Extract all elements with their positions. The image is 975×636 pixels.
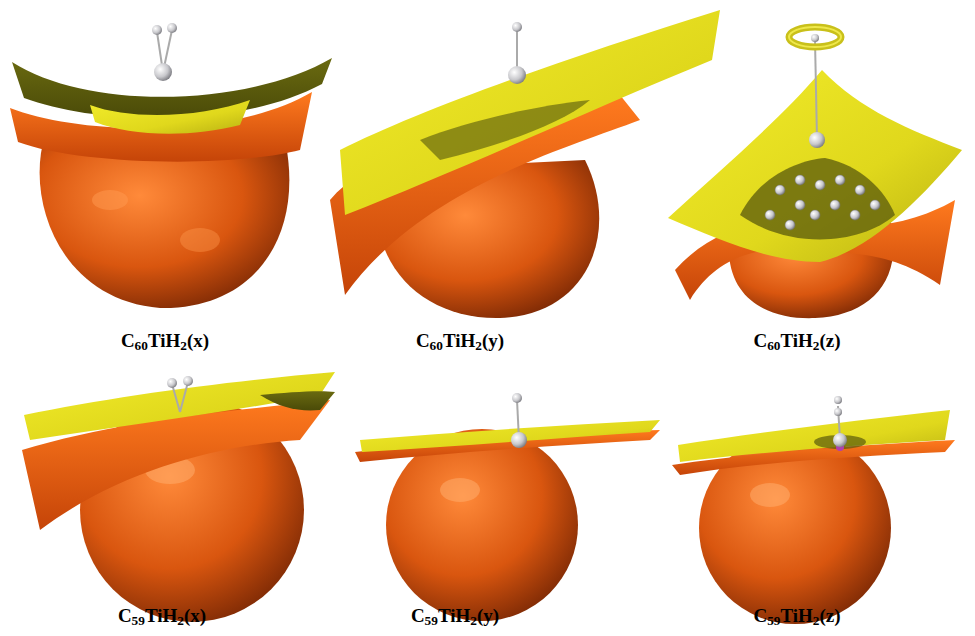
panel-c60-y xyxy=(330,10,720,318)
panel-c59-x xyxy=(22,372,335,622)
panel-c59-y xyxy=(355,393,660,621)
panel-c59-z xyxy=(672,396,955,624)
panel-caption: C60TiH2(z) xyxy=(753,330,840,352)
panel-c60-z xyxy=(668,27,962,318)
panel-caption: C60TiH2(y) xyxy=(416,330,504,352)
panel-caption: C60TiH2(x) xyxy=(121,330,209,352)
panel-c60-x xyxy=(10,23,332,308)
panel-caption: C59TiH2(x) xyxy=(118,605,206,627)
panel-caption: C59TiH2(z) xyxy=(753,605,840,627)
panel-caption: C59TiH2(y) xyxy=(411,605,499,627)
